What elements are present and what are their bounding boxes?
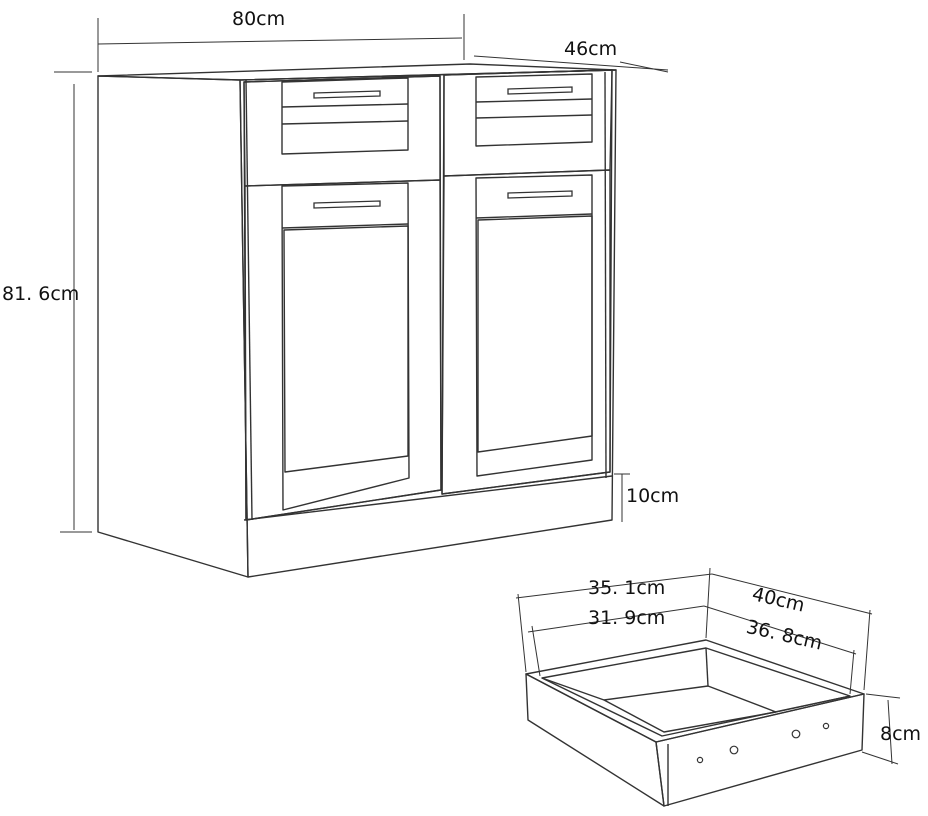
plinth-edge xyxy=(243,475,613,521)
cabinet-body xyxy=(97,63,617,578)
drawer-hole xyxy=(791,729,801,739)
drawer-hole xyxy=(822,722,830,730)
drawer-outer-width-dimension xyxy=(515,567,713,673)
drawer-front-wall xyxy=(655,693,865,807)
drawer-outer-depth-dimension xyxy=(711,573,873,691)
right-door-panel xyxy=(477,215,593,453)
drawer-box xyxy=(525,639,865,807)
right-door-frame xyxy=(441,69,613,495)
left-door-handle xyxy=(313,200,381,209)
drawer-inner-width-label: 31. 9cm xyxy=(588,607,665,629)
drawer-height-dimension xyxy=(861,693,901,765)
right-top-drawer-handle xyxy=(507,86,573,95)
cabinet-width-dimension xyxy=(97,14,465,72)
left-door-frame xyxy=(243,75,442,521)
drawer-inner-depth-label: 36. 8cm xyxy=(744,616,824,655)
cabinet-height-label: 81. 6cm xyxy=(2,283,79,305)
drawer-hole xyxy=(696,756,704,764)
left-door-panel xyxy=(283,225,409,473)
plinth-height-dimension xyxy=(614,473,630,522)
right-door xyxy=(441,169,611,495)
drawer-outer-depth-label: 40cm xyxy=(750,583,807,616)
plinth-height-label: 10cm xyxy=(626,485,679,507)
left-door xyxy=(244,179,442,521)
cabinet-front xyxy=(239,69,617,578)
cabinet-depth-dimension xyxy=(473,55,669,73)
drawer-height-label: 8cm xyxy=(880,723,921,745)
right-top-drawer-front xyxy=(443,69,613,177)
right-door-handle xyxy=(507,190,573,199)
left-top-drawer-handle xyxy=(313,90,381,99)
cabinet-height-dimension xyxy=(54,71,92,533)
drawer-hole xyxy=(729,745,739,755)
drawer-inner-depth-dimension xyxy=(703,605,857,695)
drawer-left-wall xyxy=(525,673,665,807)
cabinet-side-panel xyxy=(97,75,249,578)
cabinet-depth-label: 46cm xyxy=(564,38,617,60)
left-column xyxy=(243,75,442,521)
cabinet-width-label: 80cm xyxy=(232,8,285,30)
right-column xyxy=(441,69,613,495)
drawer-outer-width-label: 35. 1cm xyxy=(588,577,665,599)
drawer-inner-width-dimension xyxy=(527,605,705,677)
